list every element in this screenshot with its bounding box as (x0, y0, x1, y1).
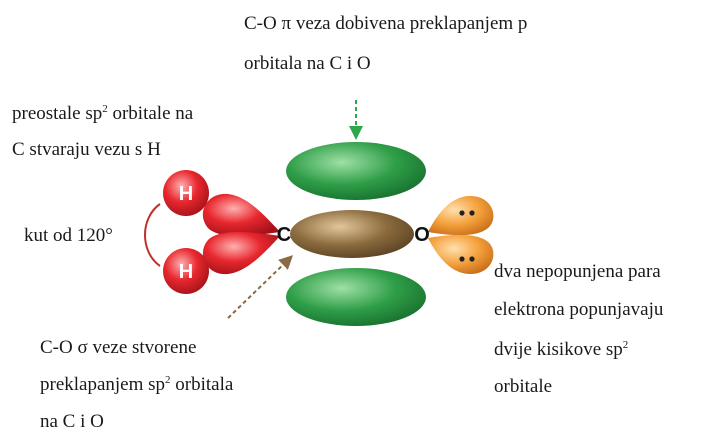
bond-angle-label: kut od 120° (24, 225, 113, 246)
pi-bond-label-line1: C-O π veza dobivena preklapanjem p (244, 13, 528, 34)
sigma-bond-label-line3: na C i O (40, 411, 104, 432)
atom-symbol-carbon: C (277, 224, 291, 246)
lone-pair-dot (469, 210, 475, 216)
atom-symbol-h-bottom: H (179, 261, 193, 283)
lone-pair-label-line2: elektrona popunjavaju (494, 299, 664, 320)
lone-pair-dot (459, 210, 465, 216)
pi-bond-label-line2: orbitala na C i O (244, 53, 371, 74)
pi-lobe-top (286, 142, 426, 200)
sp2-lobe-upper (202, 193, 280, 236)
lone-pair-label-line3: dvije kisikove sp2 (494, 339, 629, 360)
sp2-hydrogen-label-line1: preostale sp2 orbitale na (12, 103, 194, 124)
lone-pair-label-line1: dva nepopunjena para (494, 261, 661, 282)
sp2-lobe-lower (202, 232, 280, 275)
hydrogen-atom-top (163, 170, 209, 216)
hydrogen-atom-bottom (163, 248, 209, 294)
atom-symbol-oxygen: O (414, 224, 430, 246)
pi-lobe-bottom (286, 268, 426, 326)
lone-pair-dot (469, 256, 475, 262)
lone-pair-dot (459, 256, 465, 262)
oxygen-lone-pair-lobe-lower (428, 234, 494, 274)
sp2-hydrogen-label-line2: C stvaraju vezu s H (12, 139, 161, 160)
sigma-bond-label-line2: preklapanjem sp2 orbitala (40, 374, 234, 395)
oxygen-lone-pair-lobe-upper (428, 196, 494, 236)
sigma-bond-lobe (290, 210, 414, 258)
angle-arc (144, 203, 161, 267)
atom-symbol-h-top: H (179, 183, 193, 205)
sigma-bond-label-line1: C-O σ veze stvorene (40, 337, 197, 358)
lone-pair-label-line4: orbitale (494, 376, 553, 397)
